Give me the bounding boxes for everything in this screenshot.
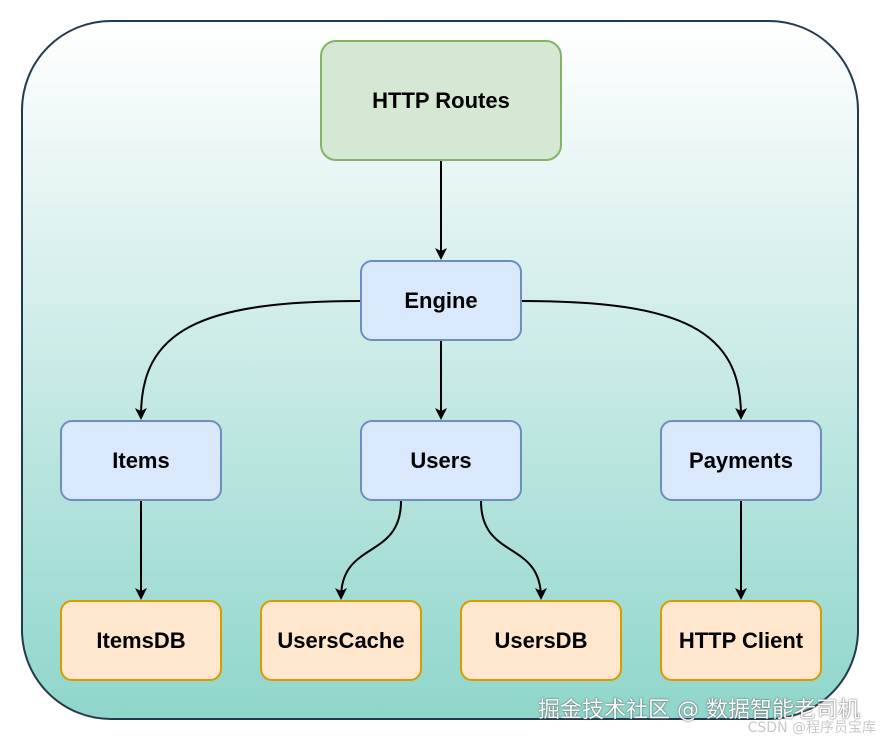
- node-users: Users: [360, 420, 522, 501]
- watermark-juejin: 掘金技术社区 @ 数据智能老司机: [538, 698, 860, 723]
- node-payments: Payments: [660, 420, 822, 501]
- node-payments-label: Payments: [689, 447, 793, 473]
- node-usersdb: UsersDB: [460, 600, 622, 681]
- node-items-label: Items: [112, 447, 170, 473]
- node-engine-label: Engine: [404, 287, 478, 313]
- edge-engine-items: [134, 300, 362, 420]
- edge-users-userscache: [335, 500, 402, 600]
- edge-users-usersdb: [480, 500, 547, 600]
- edge-engine-payments: [520, 300, 748, 420]
- node-httpclient-label: HTTP Client: [678, 627, 804, 653]
- watermark-csdn: CSDN @程序员宝库: [747, 720, 876, 736]
- node-http-routes: HTTP Routes: [320, 40, 562, 161]
- node-users-label: Users: [410, 447, 472, 473]
- node-http-routes-label: HTTP Routes: [372, 87, 510, 113]
- node-usersdb-label: UsersDB: [494, 627, 588, 653]
- node-itemsdb: ItemsDB: [60, 600, 222, 681]
- node-httpclient: HTTP Client: [660, 600, 822, 681]
- node-userscache-label: UsersCache: [277, 627, 405, 653]
- node-items: Items: [60, 420, 222, 501]
- node-itemsdb-label: ItemsDB: [96, 627, 186, 653]
- node-engine: Engine: [360, 260, 522, 341]
- node-userscache: UsersCache: [260, 600, 422, 681]
